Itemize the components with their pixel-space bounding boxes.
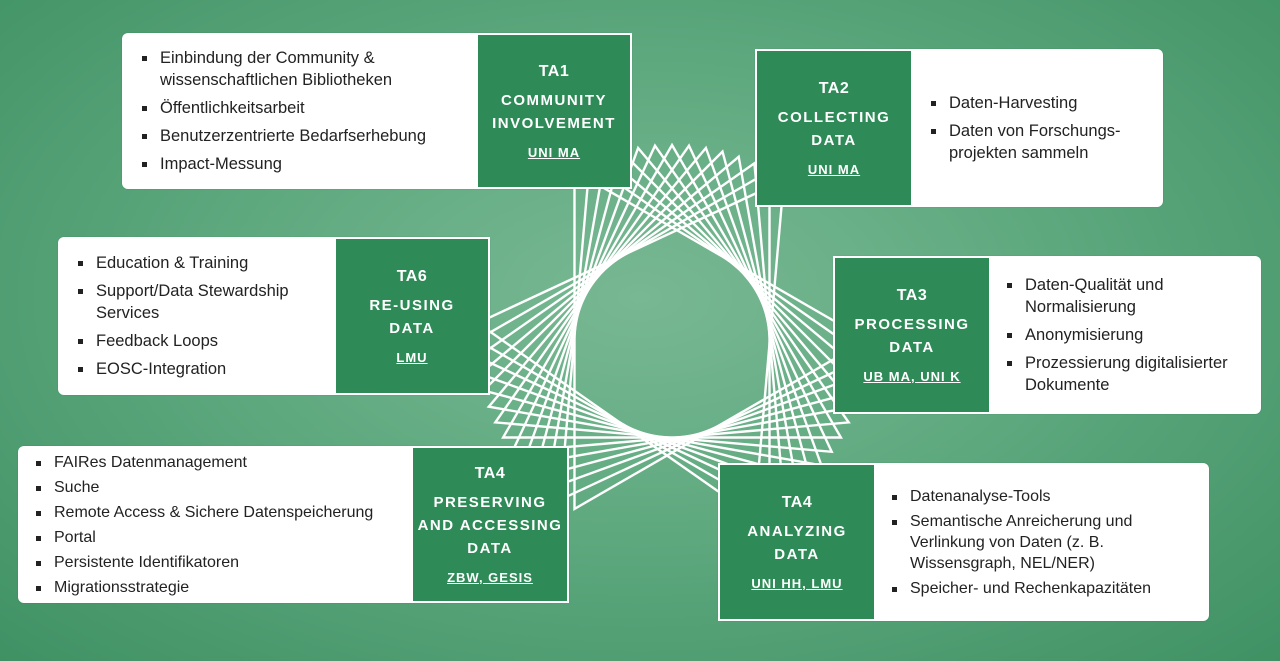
ta4-preserving-list: FAIRes Datenmanagement Suche Remote Acce…	[18, 446, 411, 603]
ta4-preserving-name-line1: PRESERVING	[433, 493, 547, 511]
list-item: Prozessierung digitalisierter Dokumente	[1001, 352, 1265, 396]
list-item: Daten von Forschungs-projekten sammeln	[925, 120, 1149, 164]
ta6-label-box: TA6 RE-USING DATA LMU	[334, 237, 490, 395]
ta2-code: TA2	[818, 79, 850, 97]
ta3-card: TA3 PROCESSING DATA UB MA, UNI K Daten-Q…	[833, 256, 1261, 414]
list-item: Suche	[30, 477, 411, 498]
ta3-label-box: TA3 PROCESSING DATA UB MA, UNI K	[833, 256, 991, 414]
list-item: Migrationsstrategie	[30, 577, 411, 598]
ta2-list: Daten-Harvesting Daten von Forschungs-pr…	[913, 49, 1155, 207]
ta2-card: TA2 COLLECTING DATA UNI MA Daten-Harvest…	[755, 49, 1163, 207]
list-item: Öffentlichkeitsarbeit	[136, 97, 476, 119]
list-item: Impact-Messung	[136, 153, 476, 175]
ta1-name-line2: INVOLVEMENT	[492, 114, 616, 132]
triangle-outline	[475, 178, 786, 519]
ta4-preserving-name-line3: DATA	[467, 539, 513, 557]
ta4-preserving-label-box: TA4 PRESERVING AND ACCESSING DATA ZBW, G…	[411, 446, 569, 603]
ta4-analyzing-card: TA4 ANALYZING DATA UNI HH, LMU Datenanal…	[718, 463, 1209, 621]
ta6-name-line2: DATA	[389, 319, 435, 337]
ta2-name-line1: COLLECTING	[777, 108, 891, 126]
ta4-analyzing-name-line2: DATA	[774, 545, 820, 563]
list-item: EOSC-Integration	[72, 358, 334, 380]
list-item: Datenanalyse-Tools	[886, 486, 1206, 507]
ta6-list: Education & Training Support/Data Stewar…	[58, 237, 334, 395]
ta1-org: UNI MA	[527, 144, 581, 160]
ta3-code: TA3	[896, 286, 928, 304]
ta6-card: Education & Training Support/Data Stewar…	[58, 237, 490, 395]
ta6-code: TA6	[396, 267, 428, 285]
ta4-analyzing-name-line1: ANALYZING	[747, 522, 847, 540]
ta2-org: UNI MA	[807, 161, 861, 177]
ta4-analyzing-code: TA4	[781, 493, 813, 511]
ta4-preserving-card: FAIRes Datenmanagement Suche Remote Acce…	[18, 446, 569, 603]
list-item: Benutzerzentrierte Bedarfserhebung	[136, 125, 476, 147]
ta2-name-line2: DATA	[811, 131, 857, 149]
ta4-analyzing-org: UNI HH, LMU	[751, 575, 843, 591]
ta4-analyzing-label-box: TA4 ANALYZING DATA UNI HH, LMU	[718, 463, 876, 621]
list-item: Persistente Identifikatoren	[30, 552, 411, 573]
ta6-name-line1: RE-USING	[369, 296, 455, 314]
ta3-list: Daten-Qualität und Normalisierung Anonym…	[991, 256, 1257, 414]
ta3-org: UB MA, UNI K	[863, 368, 961, 384]
ta1-label-box: TA1 COMMUNITY INVOLVEMENT UNI MA	[476, 33, 632, 189]
list-item: Daten-Harvesting	[925, 92, 1155, 114]
ta3-name-line1: PROCESSING	[854, 315, 970, 333]
list-item: Portal	[30, 527, 411, 548]
ta4-preserving-name-line2: AND ACCESSING	[417, 516, 563, 534]
list-item: Einbindung der Community & wissenschaftl…	[136, 47, 450, 91]
ta4-preserving-code: TA4	[474, 464, 506, 482]
list-item: Semantische Anreicherung und Verlinkung …	[886, 511, 1180, 574]
ta3-name-line2: DATA	[889, 338, 935, 356]
ta4-preserving-org: ZBW, GESIS	[447, 569, 533, 585]
list-item: Education & Training	[72, 252, 334, 274]
ta6-org: LMU	[396, 349, 428, 365]
ta1-card: Einbindung der Community & wissenschaftl…	[122, 33, 632, 189]
ta1-list: Einbindung der Community & wissenschaftl…	[122, 33, 476, 189]
list-item: Feedback Loops	[72, 330, 334, 352]
ta1-name-line1: COMMUNITY	[501, 91, 607, 109]
list-item: Daten-Qualität und Normalisierung	[1001, 274, 1225, 318]
ta1-code: TA1	[538, 62, 570, 80]
list-item: Anonymisierung	[1001, 324, 1257, 346]
ta4-analyzing-list: Datenanalyse-Tools Semantische Anreicher…	[876, 463, 1206, 621]
list-item: Support/Data Stewardship Services	[72, 280, 326, 324]
list-item: FAIRes Datenmanagement	[30, 452, 411, 473]
list-item: Speicher- und Rechenkapazitäten	[886, 578, 1206, 599]
ta2-label-box: TA2 COLLECTING DATA UNI MA	[755, 49, 913, 207]
list-item: Remote Access & Sichere Datenspeicherung	[30, 502, 411, 523]
